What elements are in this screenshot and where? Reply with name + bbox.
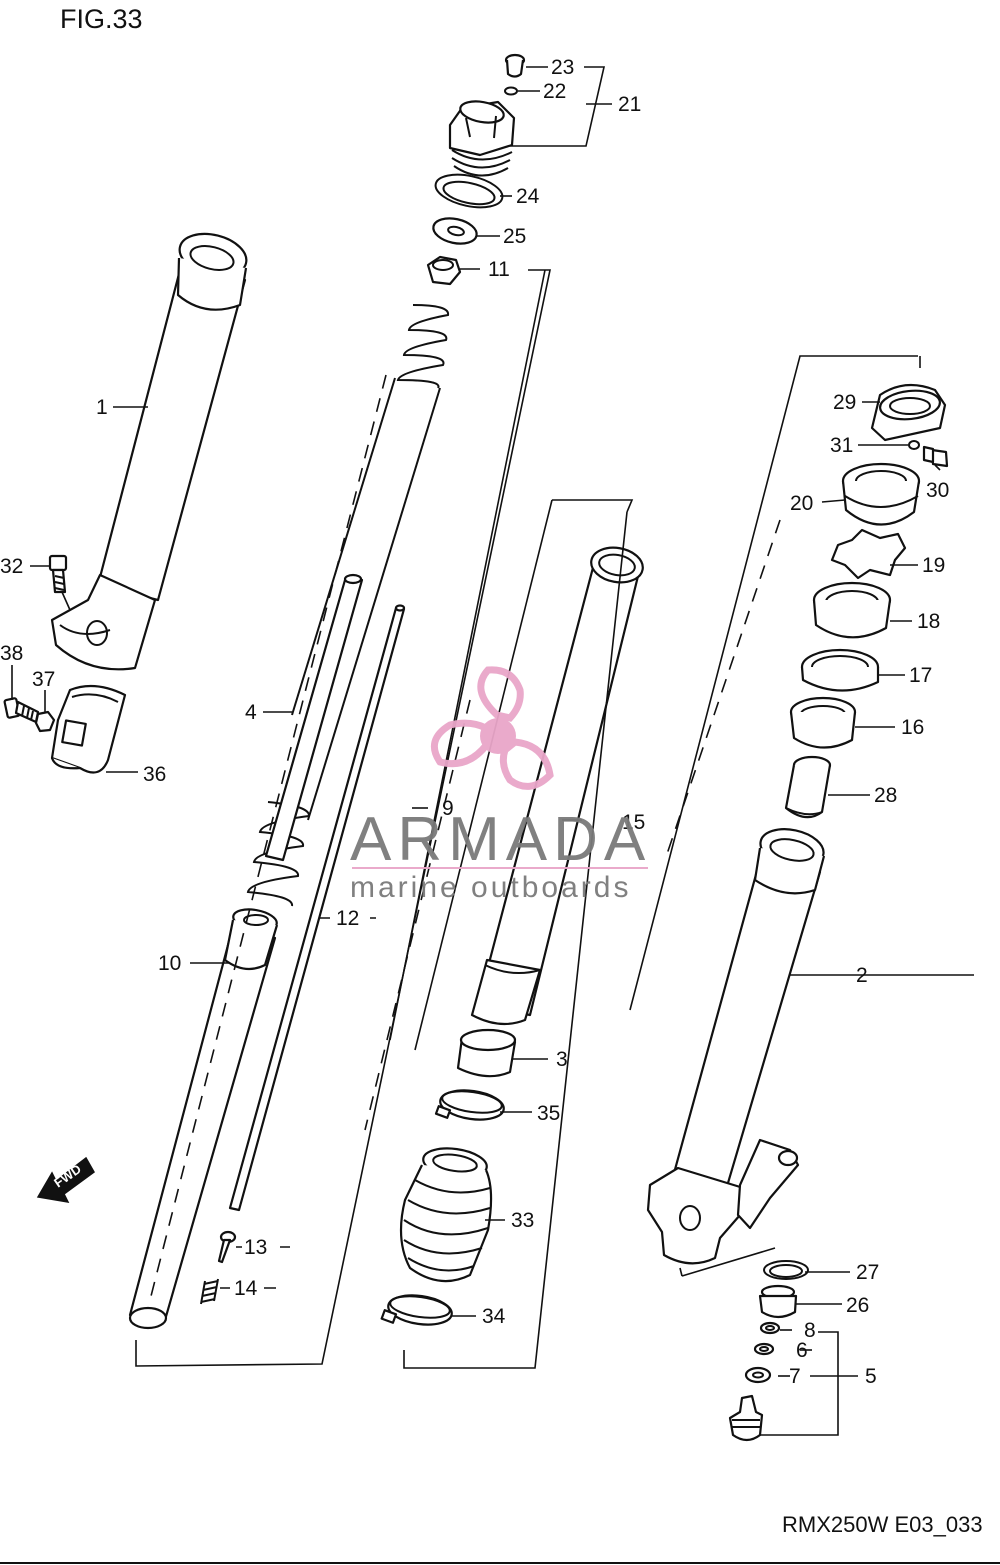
- part-11-nut: [426, 255, 462, 286]
- callout-37: 37: [32, 668, 55, 691]
- part-17-washer: [800, 648, 880, 692]
- callout-22: 22: [543, 80, 566, 103]
- assembly-bracket-left: [135, 269, 551, 1367]
- part-27-oring: [763, 1260, 809, 1280]
- part-26-bolt: [758, 1284, 798, 1319]
- callout-31: 31: [830, 434, 853, 457]
- callout-28: 28: [874, 784, 897, 807]
- callout-1: 1: [96, 396, 108, 419]
- part-24-snap-ring: [434, 173, 504, 209]
- callout-6: 6: [796, 1339, 808, 1362]
- part-35-clamp: [434, 1089, 505, 1121]
- callout-15: 15: [622, 811, 645, 834]
- callout-18: 18: [917, 610, 940, 633]
- callout-20: 20: [790, 492, 813, 515]
- assembly-bracket-right: [629, 355, 921, 1277]
- part-25-washer: [432, 217, 478, 245]
- callout-11: 11: [488, 258, 510, 281]
- leader-lines: [11, 66, 974, 1436]
- callout-27: 27: [856, 1261, 879, 1284]
- callout-29: 29: [833, 391, 856, 414]
- part-10-cylinder: [128, 908, 279, 1330]
- part-16-bushing: [789, 696, 857, 749]
- callout-9: 9: [442, 797, 454, 820]
- callout-3: 3: [556, 1048, 568, 1071]
- callout-32: 32: [0, 555, 23, 578]
- callout-12: 12: [336, 907, 359, 930]
- callout-35: 35: [537, 1102, 560, 1125]
- diagram-code: RMX250W E03_033: [782, 1512, 983, 1537]
- callout-5: 5: [865, 1365, 877, 1388]
- part-36-guard: [50, 684, 127, 774]
- callout-33: 33: [511, 1209, 534, 1232]
- callout-34: 34: [482, 1305, 506, 1328]
- callout-36: 36: [143, 763, 166, 786]
- callout-38: 38: [0, 642, 23, 665]
- part-7-washer: [744, 1366, 772, 1384]
- assembly-bracket-center: [364, 499, 634, 1369]
- part-18-seal: [812, 581, 892, 639]
- propeller-logo-icon: [430, 666, 554, 790]
- part-5-adjuster: [728, 1394, 764, 1442]
- part-21-fork-cap: [448, 100, 516, 177]
- callout-8: 8: [804, 1319, 816, 1342]
- callout-7: 7: [789, 1365, 801, 1388]
- part-22-oring: [504, 86, 518, 96]
- callout-16: 16: [901, 716, 924, 739]
- callout-30: 30: [926, 479, 949, 502]
- part-23-bolt: [504, 53, 526, 78]
- part-20-oil-seal: [841, 462, 921, 526]
- part-28-bushing: [784, 755, 832, 819]
- callout-24: 24: [516, 185, 540, 208]
- callout-25: 25: [503, 225, 526, 248]
- part-38-bolt: [3, 697, 40, 724]
- watermark: ARMADA marine outboards: [350, 666, 651, 904]
- part-15-inner-tube: [470, 546, 644, 1026]
- callout-26: 26: [846, 1294, 869, 1317]
- part-37-nut: [34, 710, 56, 733]
- part-8-washer: [759, 1321, 781, 1335]
- callout-17: 17: [909, 664, 932, 687]
- callout-23: 23: [551, 56, 574, 79]
- part-30-bolt: [922, 445, 949, 468]
- callout-19: 19: [922, 554, 945, 577]
- part-6-washer: [753, 1342, 775, 1356]
- part-12-rebound-rod: [228, 604, 406, 1212]
- watermark-tagline: marine outboards: [350, 871, 631, 904]
- callout-4: 4: [245, 701, 257, 724]
- part-1-outer-tube: [50, 232, 248, 671]
- callout-10: 10: [158, 952, 181, 975]
- part-32-bolt: [48, 554, 68, 594]
- part-29-clamp: [870, 383, 947, 442]
- callout-2: 2: [856, 964, 868, 987]
- callout-14: 14: [234, 1277, 258, 1300]
- part-13-pin: [217, 1230, 237, 1264]
- part-31-oring: [908, 440, 920, 450]
- watermark-brand: ARMADA: [350, 805, 651, 874]
- part-19-gasket: [830, 528, 907, 580]
- part-3-bushing: [456, 1028, 517, 1078]
- callout-13: 13: [244, 1236, 267, 1259]
- part-14-spring: [200, 1278, 219, 1305]
- part-2-outer-tube: [646, 828, 826, 1265]
- callout-21: 21: [618, 93, 641, 116]
- fwd-arrow-icon: FWD: [36, 1156, 95, 1203]
- part-33-dust-boot: [399, 1147, 493, 1283]
- part-34-clamp: [380, 1294, 453, 1326]
- part-9-damper-rod: [264, 573, 364, 862]
- figure-title: FIG.33: [60, 4, 143, 34]
